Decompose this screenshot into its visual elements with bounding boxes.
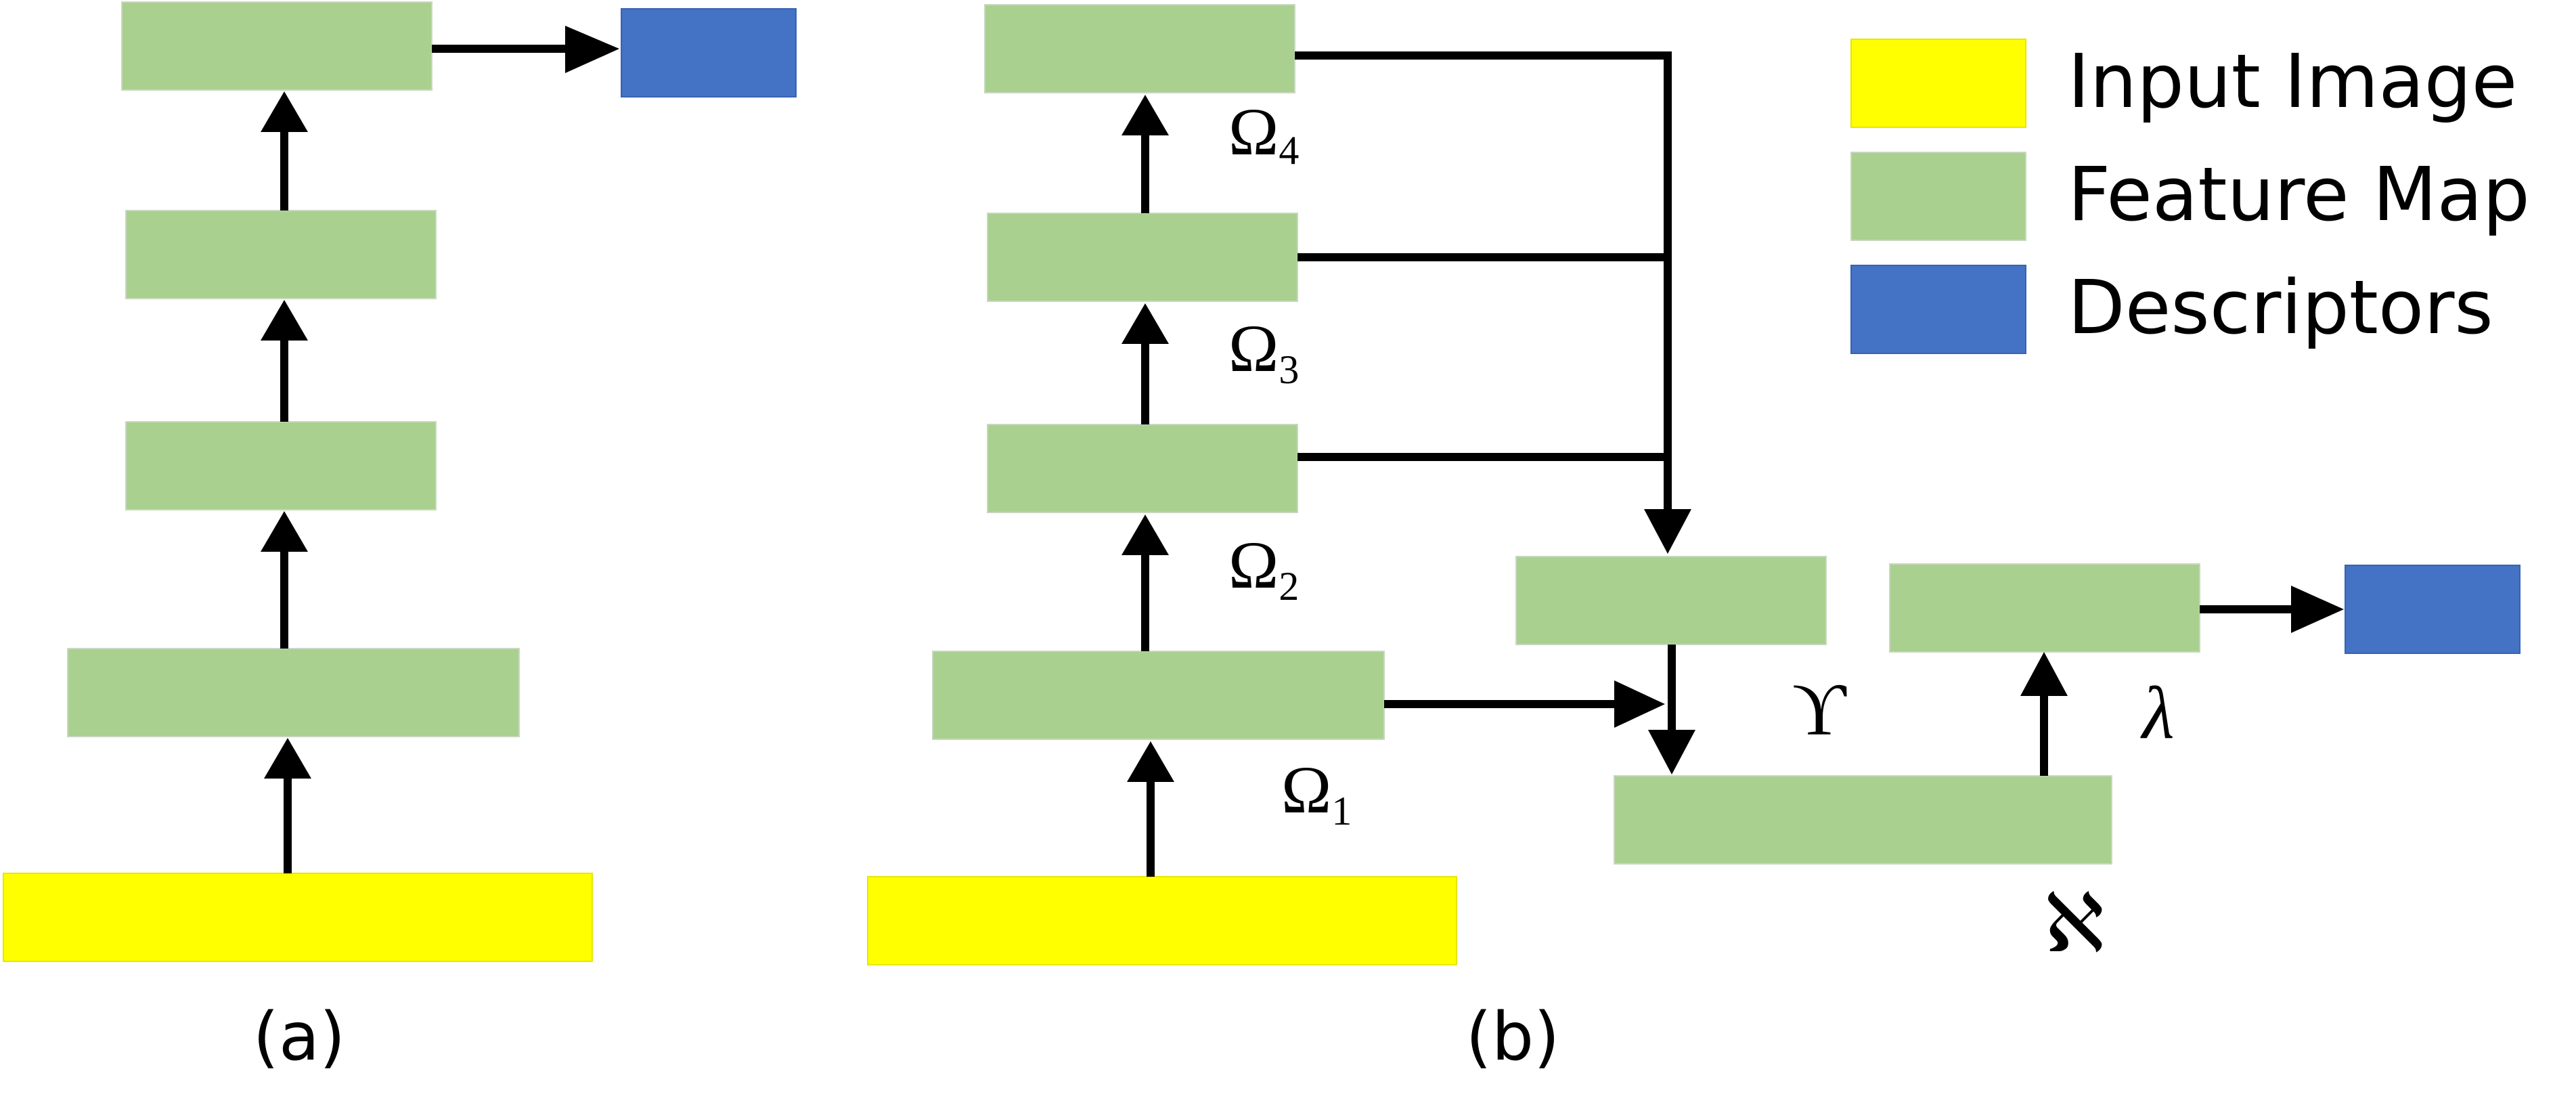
panel-a-input-image — [3, 873, 593, 962]
panel-a-feature-map-4 — [121, 1, 432, 91]
panel-b-arrow-c2-to-c3 — [1122, 303, 1169, 424]
panel-b-arrow-c1-to-aleph-junction — [1384, 680, 1665, 728]
label-omega-1: Ω1 — [1281, 752, 1352, 833]
panel-b-arrow-upsilon-to-aleph — [1648, 645, 1695, 774]
legend: Input Image Feature Map Descriptors — [1850, 38, 2530, 354]
label-aleph: ℵ — [2044, 879, 2104, 969]
panel-b-feature-map-lambda — [1889, 563, 2200, 653]
label-upsilon: ϒ — [1792, 668, 1847, 751]
legend-swatch-input-image — [1850, 39, 2026, 128]
panel-a-feature-map-1 — [67, 648, 520, 737]
panel-a-arrow-fm4-to-descriptors — [432, 26, 619, 73]
panel-a-feature-map-3 — [125, 210, 437, 299]
omega-3-subscript: 3 — [1279, 347, 1299, 392]
omega-symbol: Ω — [1281, 752, 1331, 827]
panel-b-arrow-lambda-to-descriptors — [2200, 586, 2344, 633]
panel-b-feature-map-c3 — [987, 213, 1298, 302]
panel-b-feature-map-upsilon — [1515, 556, 1827, 645]
panel-a-arrow-input-to-fm1 — [264, 738, 311, 873]
panel-b-feature-map-c2 — [987, 424, 1298, 513]
panel-b-arrow-bus-to-upsilon — [1644, 509, 1691, 554]
panel-b-feature-map-aleph — [1614, 775, 2112, 865]
label-omega-2: Ω2 — [1228, 527, 1299, 609]
legend-swatch-feature-map — [1850, 152, 2026, 241]
panel-a: (a) — [3, 1, 797, 1076]
panel-b-arrow-aleph-to-lambda — [2020, 652, 2068, 776]
panel-a-feature-map-2 — [125, 421, 437, 510]
panel-b-arrow-c1-to-c2 — [1122, 515, 1169, 651]
panel-b-feature-map-c1 — [932, 651, 1385, 740]
panel-b-arrow-input-to-c1 — [1127, 741, 1174, 877]
omega-symbol: Ω — [1228, 527, 1279, 603]
panel-b-descriptors — [2345, 565, 2521, 654]
omega-symbol: Ω — [1228, 311, 1279, 386]
omega-1-subscript: 1 — [1331, 789, 1352, 833]
panel-a-arrow-fm1-to-fm2 — [261, 511, 308, 649]
caption-b: (b) — [1466, 999, 1560, 1076]
panel-b-arrow-c3-to-c4 — [1122, 95, 1169, 213]
omega-symbol: Ω — [1228, 94, 1279, 169]
panel-b-lateral-connections — [1295, 51, 1672, 509]
omega-2-subscript: 2 — [1279, 564, 1299, 609]
panel-a-arrow-fm3-to-fm4 — [261, 91, 308, 211]
panel-b-feature-map-c4 — [984, 4, 1295, 93]
legend-label-input-image: Input Image — [2068, 38, 2517, 125]
caption-a: (a) — [253, 999, 346, 1076]
legend-label-descriptors: Descriptors — [2068, 264, 2493, 351]
panel-a-descriptors — [621, 8, 797, 97]
label-omega-4: Ω4 — [1228, 94, 1299, 173]
panel-a-arrow-fm2-to-fm3 — [261, 300, 308, 422]
omega-4-subscript: 4 — [1279, 128, 1299, 173]
legend-label-feature-map: Feature Map — [2068, 151, 2530, 238]
legend-swatch-descriptors — [1850, 265, 2026, 354]
panel-b-input-image — [867, 876, 1457, 965]
label-lambda: λ — [2140, 672, 2175, 754]
label-omega-3: Ω3 — [1228, 311, 1299, 392]
panel-b: Ω4 Ω3 Ω2 Ω1 ϒ λ ℵ (b) — [867, 4, 2521, 1076]
